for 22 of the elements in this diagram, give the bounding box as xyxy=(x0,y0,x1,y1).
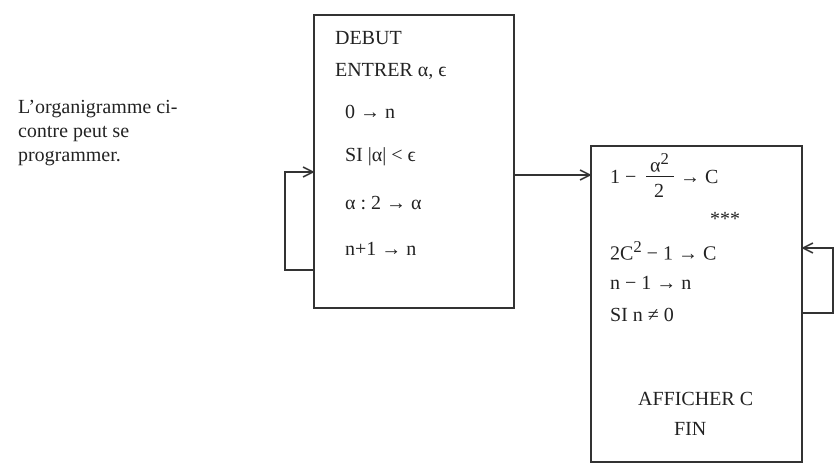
statement-text: SI |α| < ϵ xyxy=(345,145,416,165)
flow-arrow xyxy=(284,166,314,271)
statement-text: FIN xyxy=(674,419,706,439)
statement-text: n+1 → n xyxy=(345,239,416,259)
flow-arrow xyxy=(802,242,834,314)
note-text: L’organigramme ci-contre peut se programmer. xyxy=(18,95,178,167)
statement-text: DEBUT xyxy=(335,28,402,48)
process-box xyxy=(313,14,515,309)
statement-text: SI n ≠ 0 xyxy=(610,305,674,325)
statement-text: AFFICHER C xyxy=(638,389,754,409)
statement-text: 2C$^{2}$ − 1 → C xyxy=(610,239,716,264)
statement-text: 1 − xyxy=(610,167,636,187)
flow-arrow xyxy=(515,169,591,181)
statement-text: n − 1 → n xyxy=(610,273,692,293)
process-box xyxy=(590,145,803,463)
statement-text: α : 2 → α xyxy=(345,193,422,213)
statement-text: → C xyxy=(680,167,718,187)
statement-text: 0 → n xyxy=(345,102,395,122)
statement-text: α$^{2}$ xyxy=(650,151,669,176)
statement-text: *** xyxy=(710,209,740,229)
statement-text: ENTRER α, ϵ xyxy=(335,60,446,80)
statement-text: 2 xyxy=(654,181,664,201)
